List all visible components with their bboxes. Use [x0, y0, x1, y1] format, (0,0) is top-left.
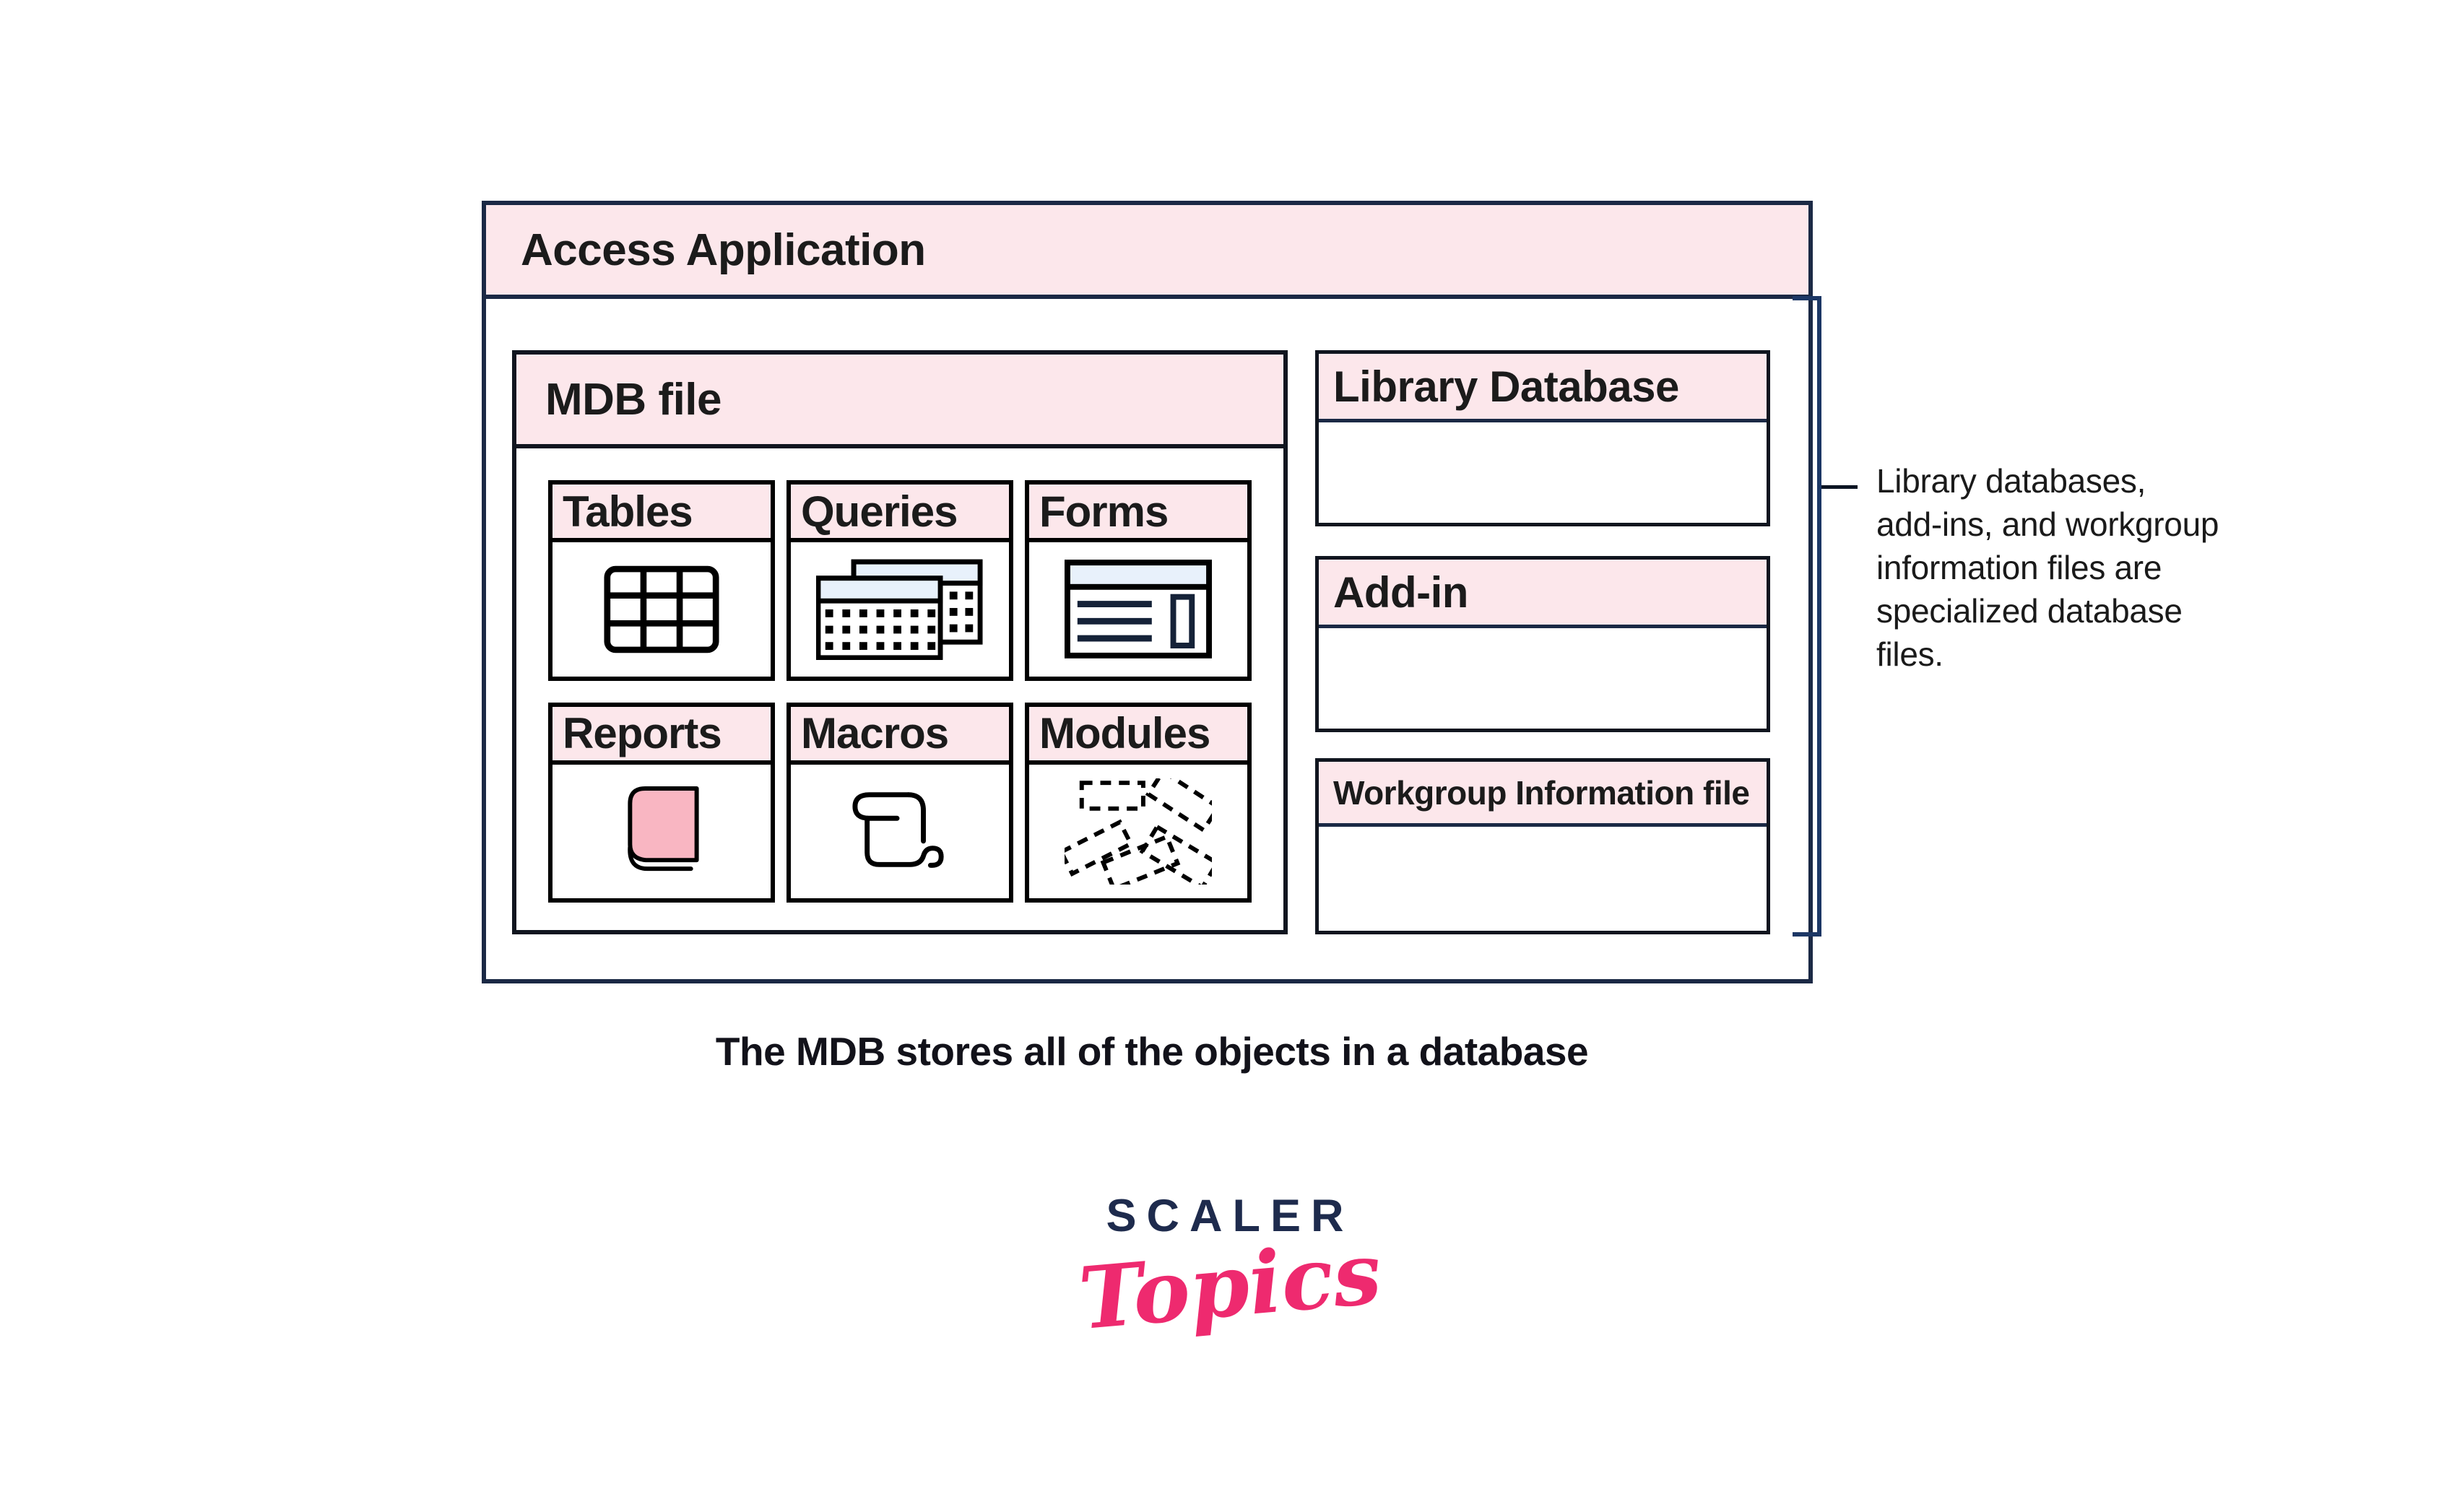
diagram-caption: The MDB stores all of the objects in a d…: [715, 1029, 1589, 1074]
mdb-object-grid: Tables Queries: [516, 453, 1283, 930]
cell-queries-header: Queries: [791, 485, 1009, 542]
macro-scroll-icon: [791, 765, 1009, 899]
annotation-line: files.: [1876, 635, 1944, 673]
logo-wordmark-scaler: SCALER: [1106, 1191, 1354, 1241]
cell-forms-label: Forms: [1039, 487, 1169, 536]
annotation-line: Library databases,: [1876, 462, 2146, 500]
mdb-file-box: MDB file Tables: [512, 350, 1288, 934]
cell-queries: Queries: [786, 480, 1013, 681]
module-fragments-icon: [1029, 765, 1247, 899]
cell-macros-header: Macros: [791, 706, 1009, 765]
bracket-line: [1817, 296, 1821, 937]
scaler-topics-logo: SCALER Topics: [1013, 1190, 1447, 1349]
cell-macros: Macros: [786, 702, 1013, 903]
cell-macros-label: Macros: [801, 709, 949, 757]
annotation-line: information files are: [1876, 549, 2162, 586]
annotation-text: Library databases, add-ins, and workgrou…: [1876, 459, 2310, 676]
access-application-title: Access Application: [521, 225, 926, 275]
library-database-label: Library Database: [1333, 362, 1679, 411]
cell-reports-header: Reports: [552, 706, 771, 765]
workgroup-information-file-header: Workgroup Information file: [1319, 762, 1767, 827]
add-in-header: Add-in: [1319, 560, 1767, 628]
annotation-line: specialized database: [1876, 592, 2183, 630]
cell-tables-header: Tables: [552, 485, 771, 542]
add-in-label: Add-in: [1333, 568, 1468, 617]
cell-tables-label: Tables: [563, 487, 693, 536]
workgroup-information-file-label: Workgroup Information file: [1333, 773, 1750, 812]
logo-wordmark-topics: Topics: [1075, 1222, 1385, 1349]
report-book-icon: [552, 765, 771, 899]
mdb-file-header: MDB file: [516, 355, 1283, 448]
table-grid-icon: [552, 542, 771, 677]
cell-forms-header: Forms: [1029, 485, 1247, 542]
cell-queries-label: Queries: [801, 487, 958, 536]
cell-modules-label: Modules: [1039, 709, 1210, 757]
library-database-header: Library Database: [1319, 354, 1767, 422]
bracket-top-arm: [1793, 296, 1821, 300]
workgroup-information-file-box: Workgroup Information file: [1315, 758, 1770, 934]
mdb-file-title: MDB file: [545, 374, 722, 425]
annotation-line: add-ins, and workgroup: [1876, 505, 2219, 543]
cell-reports: Reports: [548, 702, 775, 903]
cell-reports-label: Reports: [563, 709, 722, 757]
cell-modules: Modules: [1025, 702, 1252, 903]
bracket-bottom-arm: [1793, 932, 1821, 937]
form-window-icon: [1029, 542, 1247, 677]
annotation-leader-line: [1821, 485, 1858, 489]
cell-tables: Tables: [548, 480, 775, 681]
add-in-box: Add-in: [1315, 556, 1770, 732]
access-application-header: Access Application: [486, 205, 1808, 299]
cell-modules-header: Modules: [1029, 706, 1247, 765]
datasheet-stack-icon: [791, 542, 1009, 677]
cell-forms: Forms: [1025, 480, 1252, 681]
library-database-box: Library Database: [1315, 350, 1770, 526]
